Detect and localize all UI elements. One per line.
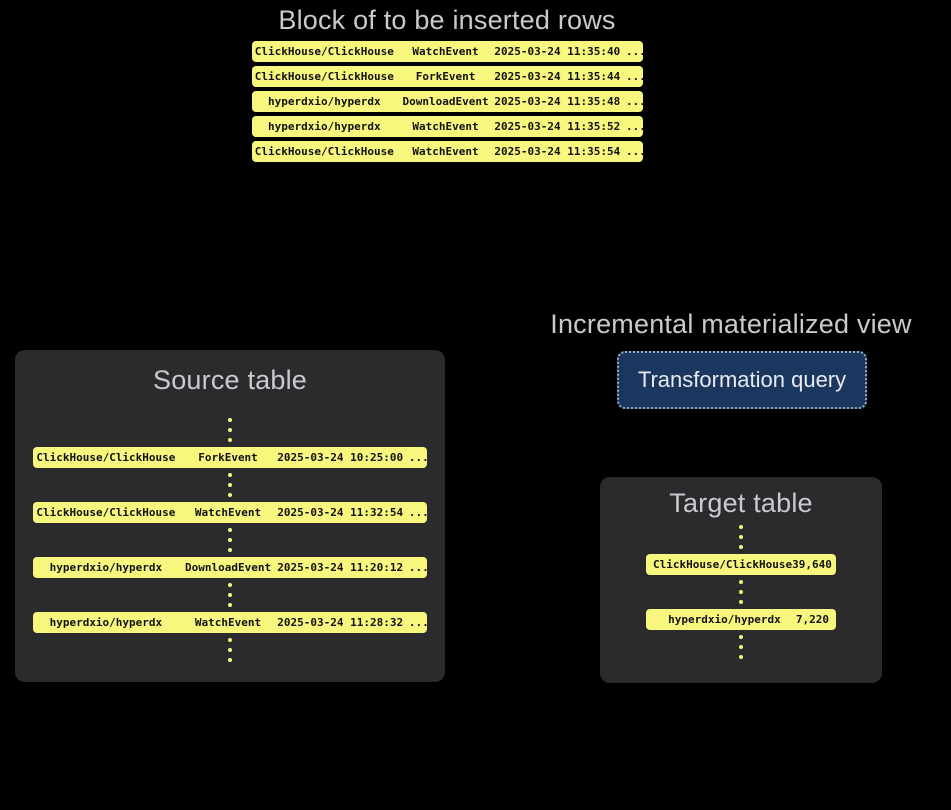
row-repo: ClickHouse/ClickHouse	[36, 451, 176, 464]
row-repo: hyperdxio/hyperdx	[268, 120, 381, 133]
target-table-body: ClickHouse/ClickHouse 39,640 hyperdxio/h…	[646, 523, 836, 661]
ellipsis-dots	[228, 581, 232, 609]
ellipsis-dots	[228, 471, 232, 499]
table-row: ClickHouse/ClickHouse ForkEvent 2025-03-…	[33, 447, 429, 468]
table-row: ClickHouse/ClickHouse WatchEvent 2025-03…	[252, 41, 646, 62]
transformation-query-label: Transformation query	[637, 367, 847, 392]
table-row: ClickHouse/ClickHouse ForkEvent 2025-03-…	[252, 66, 646, 87]
row-event: DownloadEvent	[402, 95, 489, 108]
row-timestamp: 2025-03-24 11:35:52	[494, 120, 621, 133]
ellipsis-dots	[739, 523, 743, 551]
table-row: hyperdxio/hyperdx WatchEvent 2025-03-24 …	[33, 612, 429, 633]
ellipsis-dots	[228, 636, 232, 664]
row-ellipsis: ...	[625, 120, 646, 133]
row-event: WatchEvent	[412, 120, 479, 133]
ellipsis-dots	[739, 633, 743, 661]
source-table-body: ClickHouse/ClickHouse ForkEvent 2025-03-…	[33, 416, 429, 664]
row-repo: ClickHouse/ClickHouse	[36, 506, 176, 519]
row-event: WatchEvent	[412, 45, 479, 58]
row-timestamp: 2025-03-24 11:28:32	[277, 616, 404, 629]
transformation-query-box: Transformation query	[617, 351, 867, 409]
row-repo: ClickHouse/ClickHouse	[254, 70, 394, 83]
table-row: hyperdxio/hyperdx DownloadEvent 2025-03-…	[33, 557, 429, 578]
row-ellipsis: ...	[625, 70, 646, 83]
materialized-view-title: Incremental materialized view	[550, 309, 912, 339]
table-row: ClickHouse/ClickHouse WatchEvent 2025-03…	[33, 502, 429, 523]
row-repo: hyperdxio/hyperdx	[49, 616, 163, 629]
row-repo: hyperdxio/hyperdx	[268, 95, 381, 108]
insert-block-title: Block of to be inserted rows	[278, 5, 616, 35]
row-repo: hyperdxio/hyperdx	[668, 613, 781, 626]
table-row: hyperdxio/hyperdx 7,220	[646, 609, 836, 630]
ellipsis-dots	[228, 526, 232, 554]
row-ellipsis: ...	[625, 95, 646, 108]
row-event: DownloadEvent	[184, 561, 272, 574]
row-repo: ClickHouse/ClickHouse	[653, 558, 793, 571]
table-row: hyperdxio/hyperdx WatchEvent 2025-03-24 …	[252, 116, 646, 137]
row-timestamp: 2025-03-24 11:35:44	[494, 70, 621, 83]
row-count: 39,640	[792, 558, 832, 571]
row-repo: ClickHouse/ClickHouse	[254, 45, 394, 58]
row-event: ForkEvent	[415, 70, 476, 83]
table-row: ClickHouse/ClickHouse WatchEvent 2025-03…	[252, 141, 646, 162]
ellipsis-dots	[228, 416, 232, 444]
row-event: WatchEvent	[194, 506, 262, 519]
row-event: WatchEvent	[194, 616, 262, 629]
row-ellipsis: ...	[625, 45, 646, 58]
row-count: 7,220	[795, 613, 829, 626]
table-row: hyperdxio/hyperdx DownloadEvent 2025-03-…	[252, 91, 646, 112]
row-timestamp: 2025-03-24 11:35:48	[494, 95, 621, 108]
insert-block-rows: ClickHouse/ClickHouse WatchEvent 2025-03…	[252, 41, 646, 162]
row-repo: hyperdxio/hyperdx	[49, 561, 163, 574]
source-table-panel: Source table ClickHouse/ClickHouse ForkE…	[15, 350, 445, 682]
row-timestamp: 2025-03-24 11:35:40	[494, 45, 621, 58]
row-ellipsis: ...	[625, 145, 646, 158]
row-timestamp: 2025-03-24 11:20:12	[277, 561, 404, 574]
row-event: ForkEvent	[198, 451, 258, 464]
ellipsis-dots	[739, 578, 743, 606]
row-ellipsis: ...	[408, 561, 429, 574]
target-table-title: Target table	[669, 488, 813, 518]
row-ellipsis: ...	[408, 506, 429, 519]
source-table-title: Source table	[153, 365, 307, 395]
row-timestamp: 2025-03-24 11:32:54	[277, 506, 404, 519]
row-timestamp: 2025-03-24 10:25:00	[277, 451, 404, 464]
row-ellipsis: ...	[408, 451, 429, 464]
row-ellipsis: ...	[408, 616, 429, 629]
row-repo: ClickHouse/ClickHouse	[254, 145, 394, 158]
row-event: WatchEvent	[412, 145, 479, 158]
target-table-panel: Target table ClickHouse/ClickHouse 39,64…	[600, 477, 882, 683]
row-timestamp: 2025-03-24 11:35:54	[494, 145, 621, 158]
table-row: ClickHouse/ClickHouse 39,640	[646, 554, 836, 575]
